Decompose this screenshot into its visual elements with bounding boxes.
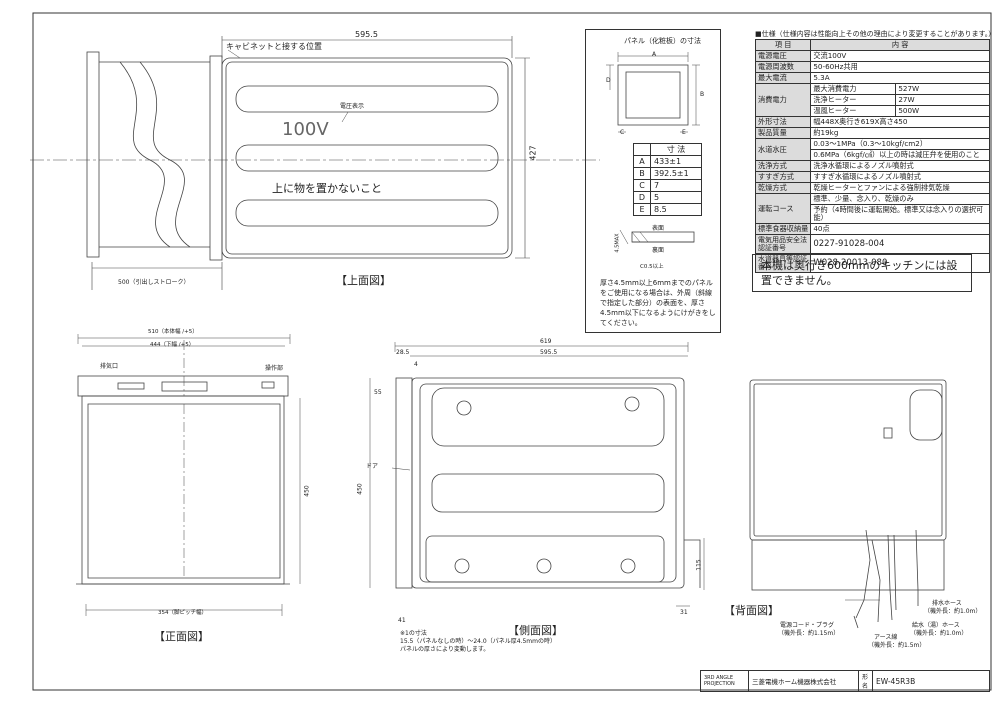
spec-col-item: 項 目 xyxy=(754,39,812,51)
side-height-dim: 450 xyxy=(356,483,364,495)
maker-name: 三菱電機ホーム機器株式会社 xyxy=(749,671,859,691)
panel-front-label: 表面 xyxy=(652,225,665,232)
front-dim-outer: 510（本体幅 /+5） xyxy=(148,329,198,335)
back-view-drawing xyxy=(749,379,947,629)
side-body-dim: 595.5 xyxy=(540,349,558,356)
table-row: 電源電圧交流100V xyxy=(754,50,990,62)
spec-col-content: 内 容 xyxy=(810,39,990,51)
panel-dim-b: B xyxy=(700,91,705,98)
panel-dim-c: C xyxy=(620,129,625,136)
panel-thickness: 4.5MAX xyxy=(614,233,621,253)
model-label: 形名 xyxy=(859,671,873,691)
voltage-text: 100V xyxy=(282,119,329,140)
front-bottom-dim: 354（脚ピッチ幅） xyxy=(158,610,207,616)
side-41-dim: 41 xyxy=(398,617,406,624)
side-total-dim: 619 xyxy=(540,338,552,345)
top-depth-dim: 500（引出しストローク） xyxy=(118,279,190,286)
panel-title: パネル（化粧板）の寸法 xyxy=(624,37,701,45)
table-row: すすぎ方式すすぎ水循環によるノズル噴射式 xyxy=(754,171,990,183)
supply-hose-length: （機外長：約1.0m） xyxy=(910,630,968,637)
spec-table-block: ■仕様（仕様内容は性能向上その他の理由により変更することがあります。） 項 目内… xyxy=(754,30,996,273)
panel-dimension-box xyxy=(585,29,721,333)
earth-wire-length: （機外長：約1.5m） xyxy=(868,642,926,649)
cabinet-flush-label: キャビネットと接する位置 xyxy=(226,42,322,51)
table-row: 運転コース標準、少量、念入り、乾燥のみ xyxy=(754,193,990,224)
vent-label: 排気口 xyxy=(100,363,119,370)
spec-heading: ■仕様（仕様内容は性能向上その他の理由により変更することがあります。） xyxy=(755,30,996,38)
drain-hose-label: 排水ホース xyxy=(932,600,962,607)
installation-warning: 本機は奥行き600mmのキッチンには設置できません。 xyxy=(752,254,972,292)
sheet-border xyxy=(32,12,992,691)
side-115-dim: 115 xyxy=(695,559,703,571)
top-view-title: 【上面図】 xyxy=(336,274,391,287)
control-label: 操作部 xyxy=(265,365,284,372)
panel-table-head: 寸 法 xyxy=(650,143,702,156)
top-width-dim: 595.5 xyxy=(355,30,378,39)
side-55-dim: 55 xyxy=(374,389,382,396)
side-31-dim: 31 xyxy=(680,609,688,616)
panel-dim-a: A xyxy=(652,51,657,58)
front-view-title: 【正面図】 xyxy=(154,630,209,643)
front-view-drawing xyxy=(76,334,301,616)
panel-dim-d: D xyxy=(606,77,611,84)
caution-text: 上に物を置かないこと xyxy=(272,182,382,195)
side-note-2: パネルの厚さにより変動します。 xyxy=(400,646,490,653)
table-row: 洗浄方式洗浄水循環によるノズル噴射式 xyxy=(754,160,990,172)
power-cord-length: （機外長：約1.15m） xyxy=(778,630,840,637)
panel-back-label: 裏面 xyxy=(652,247,665,254)
side-view-drawing xyxy=(369,342,705,607)
side-28-dim: 28.5 xyxy=(396,349,410,356)
supply-hose-label: 給水（湯）ホース xyxy=(912,622,960,629)
panel-note: 厚さ4.5mm以上6mmまでのパネルをご使用になる場合は、外周（斜線で指定した部… xyxy=(600,279,716,327)
door-label: ドア xyxy=(366,463,379,470)
top-view-drawing xyxy=(30,36,600,290)
projection-label: 3RD ANGLE PROJECTION xyxy=(701,671,749,691)
table-row: 乾燥方式乾燥ヒーターとファンによる強制排気乾燥 xyxy=(754,182,990,194)
panel-chamfer: C0.5以上 xyxy=(640,264,664,270)
side-4-dim: 4 xyxy=(414,361,418,368)
voltage-label: 電圧表示 xyxy=(340,103,365,110)
front-height-dim: 450 xyxy=(303,485,311,497)
model-number: EW-45R3B xyxy=(876,676,916,686)
panel-drawing xyxy=(606,52,700,245)
table-row: 製品質量約19kg xyxy=(754,127,990,139)
earth-wire-label: アース線 xyxy=(874,634,898,641)
back-view-title: 【背面図】 xyxy=(724,604,779,617)
side-note-1: 15.5（パネルなしの時）～24.0（パネル厚4.5mmの時） xyxy=(400,638,556,645)
top-height-dim: 427 xyxy=(528,145,538,161)
side-note-title: ※1の寸法 xyxy=(400,630,427,637)
table-row: 外形寸法幅448X奥行き619X高さ450 xyxy=(754,116,990,128)
drain-hose-length: （機外長：約1.0m） xyxy=(924,608,982,615)
front-dim-inner: 444（下幅 /+5） xyxy=(150,342,195,348)
title-block: 3RD ANGLE PROJECTION 三菱電機ホーム機器株式会社 形名 EW… xyxy=(700,670,990,692)
power-cord-label: 電源コード・プラグ xyxy=(780,622,835,629)
side-view-title: 【側面図】 xyxy=(508,624,563,637)
panel-dim-e: E xyxy=(682,129,686,136)
